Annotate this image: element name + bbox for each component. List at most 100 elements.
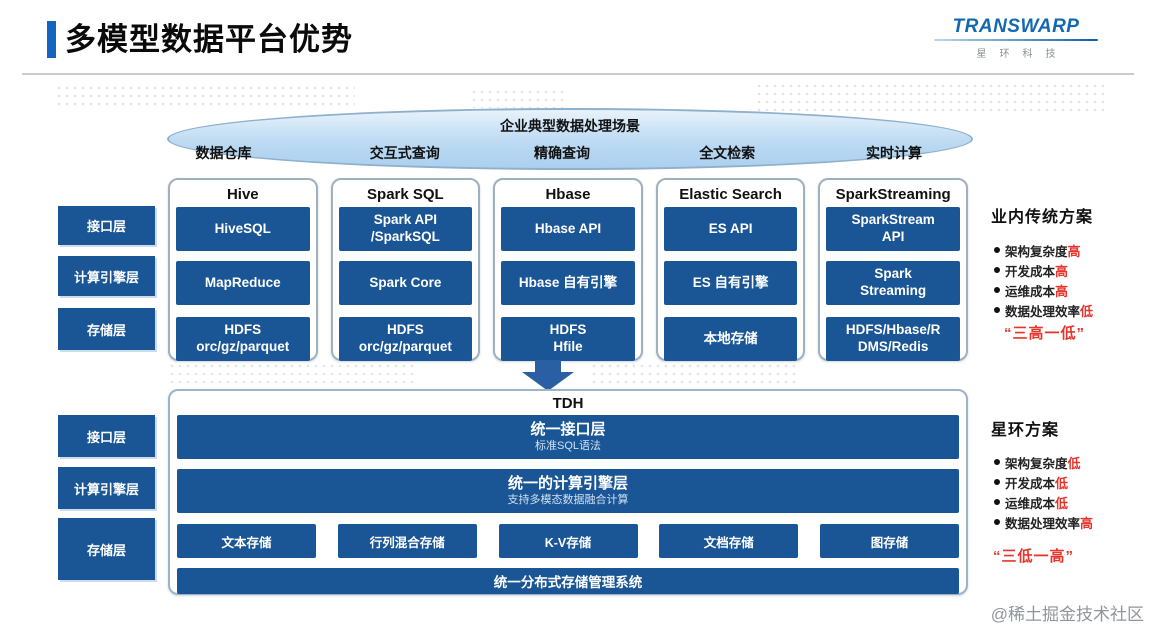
transwarp-summary: “三低一高” — [993, 548, 1075, 565]
layer-label-storage-bottom: 存储层 — [58, 518, 155, 580]
stack-card-hbase: Hbase Hbase API Hbase 自有引擎 HDFS Hfile — [493, 178, 643, 361]
page-title: 多模型数据平台优势 — [65, 22, 353, 57]
tdh-interface-layer: 统一接口层 标准SQL语法 — [177, 415, 959, 459]
stack-storage-box: HDFS Hfile — [501, 317, 635, 361]
bullet-dot — [994, 267, 1000, 273]
tdh-storage-box-text: 文本存储 — [177, 524, 316, 558]
stack-interface-box: ES API — [663, 207, 798, 251]
traditional-summary: “三高一低” — [1004, 325, 1086, 342]
layer-label-engine-top: 计算引擎层 — [58, 256, 155, 296]
logo-underline — [934, 39, 1098, 41]
stack-card-sparksql: Spark SQL Spark API /SparkSQL Spark Core… — [330, 178, 481, 361]
logo-brand-text: TRANSWARP — [952, 16, 1080, 37]
bullet-label: 数据处理效率 — [1005, 304, 1081, 319]
layer-label-engine-bottom: 计算引擎层 — [58, 467, 155, 509]
bullet-label: 运维成本 — [1005, 284, 1056, 299]
scenario-category: 全文检索 — [699, 145, 756, 161]
bullet-dot — [994, 287, 1000, 293]
scenario-category: 交互式查询 — [369, 145, 440, 161]
tdh-storage-box-rowcol: 行列混合存储 — [337, 524, 477, 558]
bullet-highlight: 低 — [1055, 495, 1069, 511]
tdh-engine-layer: 统一的计算引擎层 支持多模态数据融合计算 — [177, 469, 959, 513]
tdh-interface-title: 统一接口层 — [530, 420, 606, 438]
scenario-category: 精确查询 — [533, 145, 590, 161]
bullet-item: 架构复杂度 高 — [994, 240, 1154, 260]
layer-label-interface-top: 接口层 — [58, 206, 155, 245]
bullet-label: 运维成本 — [1005, 496, 1056, 511]
down-arrow-icon — [535, 360, 561, 373]
tech-stack-columns: Hive HiveSQL MapReduce HDFS orc/gz/parqu… — [168, 178, 968, 361]
scenario-category: 数据仓库 — [195, 145, 252, 161]
tdh-storage-box-document: 文档存储 — [659, 524, 799, 558]
bullet-label: 架构复杂度 — [1005, 244, 1068, 259]
stack-title: Hbase — [545, 186, 591, 203]
stack-interface-box: Hbase API — [501, 207, 635, 251]
layer-label-storage-top: 存储层 — [58, 308, 155, 350]
bullet-dot — [994, 479, 1000, 485]
scenario-category: 实时计算 — [866, 145, 922, 161]
tdh-storage-system-bar: 统一分布式存储管理系统 — [177, 568, 959, 594]
bullet-label: 开发成本 — [1005, 264, 1056, 279]
traditional-plan-title: 业内传统方案 — [991, 209, 1094, 226]
stack-card-hive: Hive HiveSQL MapReduce HDFS orc/gz/parqu… — [168, 178, 318, 361]
dots-pattern — [590, 362, 800, 388]
bullet-dot — [994, 499, 1000, 505]
bullet-highlight: 高 — [1080, 515, 1094, 531]
bullet-highlight: 低 — [1080, 303, 1094, 319]
bullet-item: 开发成本 低 — [994, 472, 1154, 492]
bullet-label: 架构复杂度 — [1005, 456, 1068, 471]
stack-storage-box: HDFS orc/gz/parquet — [338, 317, 473, 361]
bullet-label: 数据处理效率 — [1005, 516, 1081, 531]
title-accent-bar — [47, 21, 56, 58]
watermark: @稀土掘金技术社区 — [990, 605, 1144, 624]
scenario-ellipse: 企业典型数据处理场景 数据仓库 交互式查询 精确查询 全文检索 实时计算 — [167, 108, 973, 170]
stack-title: Elastic Search — [679, 186, 782, 203]
transwarp-logo: TRANSWARP 星环科技 — [930, 16, 1102, 60]
bullet-highlight: 低 — [1055, 475, 1069, 491]
stack-storage-box: HDFS orc/gz/parquet — [176, 317, 310, 361]
traditional-bullet-list: 架构复杂度 高 开发成本 高 运维成本 高 数据处理效率 低 — [994, 240, 1154, 320]
tdh-interface-subtitle: 标准SQL语法 — [534, 439, 601, 452]
stack-interface-box: Spark API /SparkSQL — [338, 207, 473, 251]
bullet-dot — [994, 459, 1000, 465]
stack-card-sparkstreaming: SparkStreaming SparkStream API Spark Str… — [818, 178, 968, 361]
stack-title: SparkStreaming — [835, 186, 951, 203]
down-arrow-icon — [522, 372, 574, 391]
transwarp-plan-title: 星环方案 — [991, 422, 1060, 439]
tdh-title: TDH — [552, 395, 584, 412]
stack-title: Spark SQL — [367, 186, 444, 203]
logo-subtitle: 星环科技 — [976, 49, 1069, 60]
bullet-item: 数据处理效率 高 — [994, 512, 1154, 532]
dots-pattern — [470, 88, 565, 108]
bullet-item: 运维成本 低 — [994, 492, 1154, 512]
stack-storage-box: HDFS/Hbase/R DMS/Redis — [826, 317, 960, 361]
dots-pattern — [168, 362, 418, 384]
stack-title: Hive — [226, 186, 259, 203]
bullet-highlight: 高 — [1067, 243, 1081, 259]
tdh-storage-box-kv: K-V存储 — [498, 524, 638, 558]
tdh-storage-row: 文本存储 行列混合存储 K-V存储 文档存储 图存储 — [177, 524, 959, 558]
scenario-title: 企业典型数据处理场景 — [500, 118, 640, 134]
bullet-dot — [994, 307, 1000, 313]
bullet-highlight: 高 — [1055, 263, 1069, 279]
bullet-item: 架构复杂度 低 — [994, 452, 1154, 472]
bullet-dot — [994, 247, 1000, 253]
bullet-item: 数据处理效率 低 — [994, 300, 1154, 320]
bullet-item: 开发成本 高 — [994, 260, 1154, 280]
stack-engine-box: Hbase 自有引擎 — [501, 261, 635, 305]
header-divider — [22, 73, 1134, 75]
bullet-highlight: 高 — [1055, 283, 1069, 299]
dots-pattern — [755, 82, 1105, 116]
stack-engine-box: MapReduce — [176, 261, 310, 305]
stack-engine-box: Spark Core — [338, 261, 473, 305]
layer-label-interface-bottom: 接口层 — [58, 415, 155, 457]
stack-storage-box: 本地存储 — [663, 317, 798, 361]
tdh-engine-subtitle: 支持多模态数据融合计算 — [507, 493, 629, 506]
stack-interface-box: SparkStream API — [826, 207, 960, 251]
tdh-container: TDH 统一接口层 标准SQL语法 统一的计算引擎层 支持多模态数据融合计算 文… — [168, 389, 968, 595]
dots-pattern — [55, 84, 355, 110]
bullet-highlight: 低 — [1067, 455, 1081, 471]
transwarp-bullet-list: 架构复杂度 低 开发成本 低 运维成本 低 数据处理效率 高 — [994, 452, 1154, 532]
stack-card-elasticsearch: Elastic Search ES API ES 自有引擎 本地存储 — [655, 178, 806, 361]
